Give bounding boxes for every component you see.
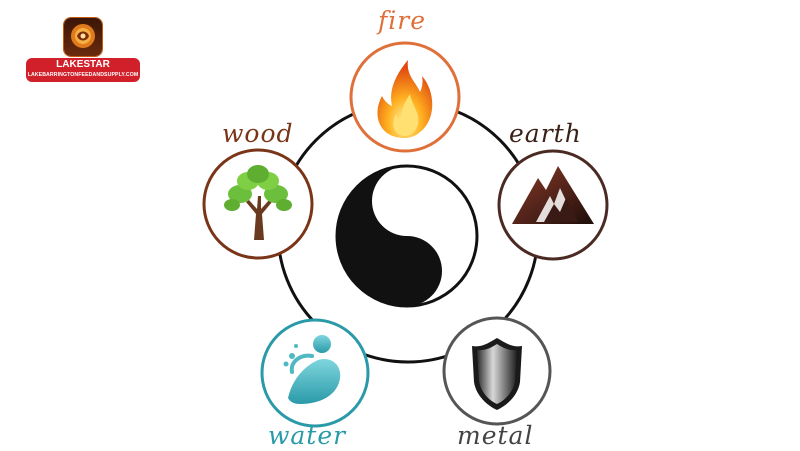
flame-icon <box>377 60 433 138</box>
shield-icon <box>472 338 522 410</box>
logo-url: LAKEBARRINGTONFEEDANDSUPPLY.COM <box>27 72 139 78</box>
yin-yang-icon <box>335 164 479 308</box>
mountain-icon <box>512 166 594 224</box>
label-metal: metal <box>457 421 534 450</box>
label-wood: wood <box>222 119 294 148</box>
wood-element <box>202 148 314 260</box>
earth-element <box>497 149 609 261</box>
label-water: water <box>268 421 347 450</box>
label-fire: fire <box>378 6 426 35</box>
fire-element <box>349 41 461 153</box>
tree-icon <box>224 165 292 240</box>
water-wave-icon <box>283 335 341 404</box>
logo-name: LAKESTAR <box>56 59 110 70</box>
metal-element <box>442 316 552 426</box>
water-element <box>260 318 370 428</box>
site-logo[interactable]: LAKESTAR LAKEBARRINGTONFEEDANDSUPPLY.COM <box>26 18 140 84</box>
logo-emblem-icon <box>64 18 102 56</box>
logo-bar: LAKESTAR LAKEBARRINGTONFEEDANDSUPPLY.COM <box>26 58 140 82</box>
label-earth: earth <box>509 119 582 148</box>
